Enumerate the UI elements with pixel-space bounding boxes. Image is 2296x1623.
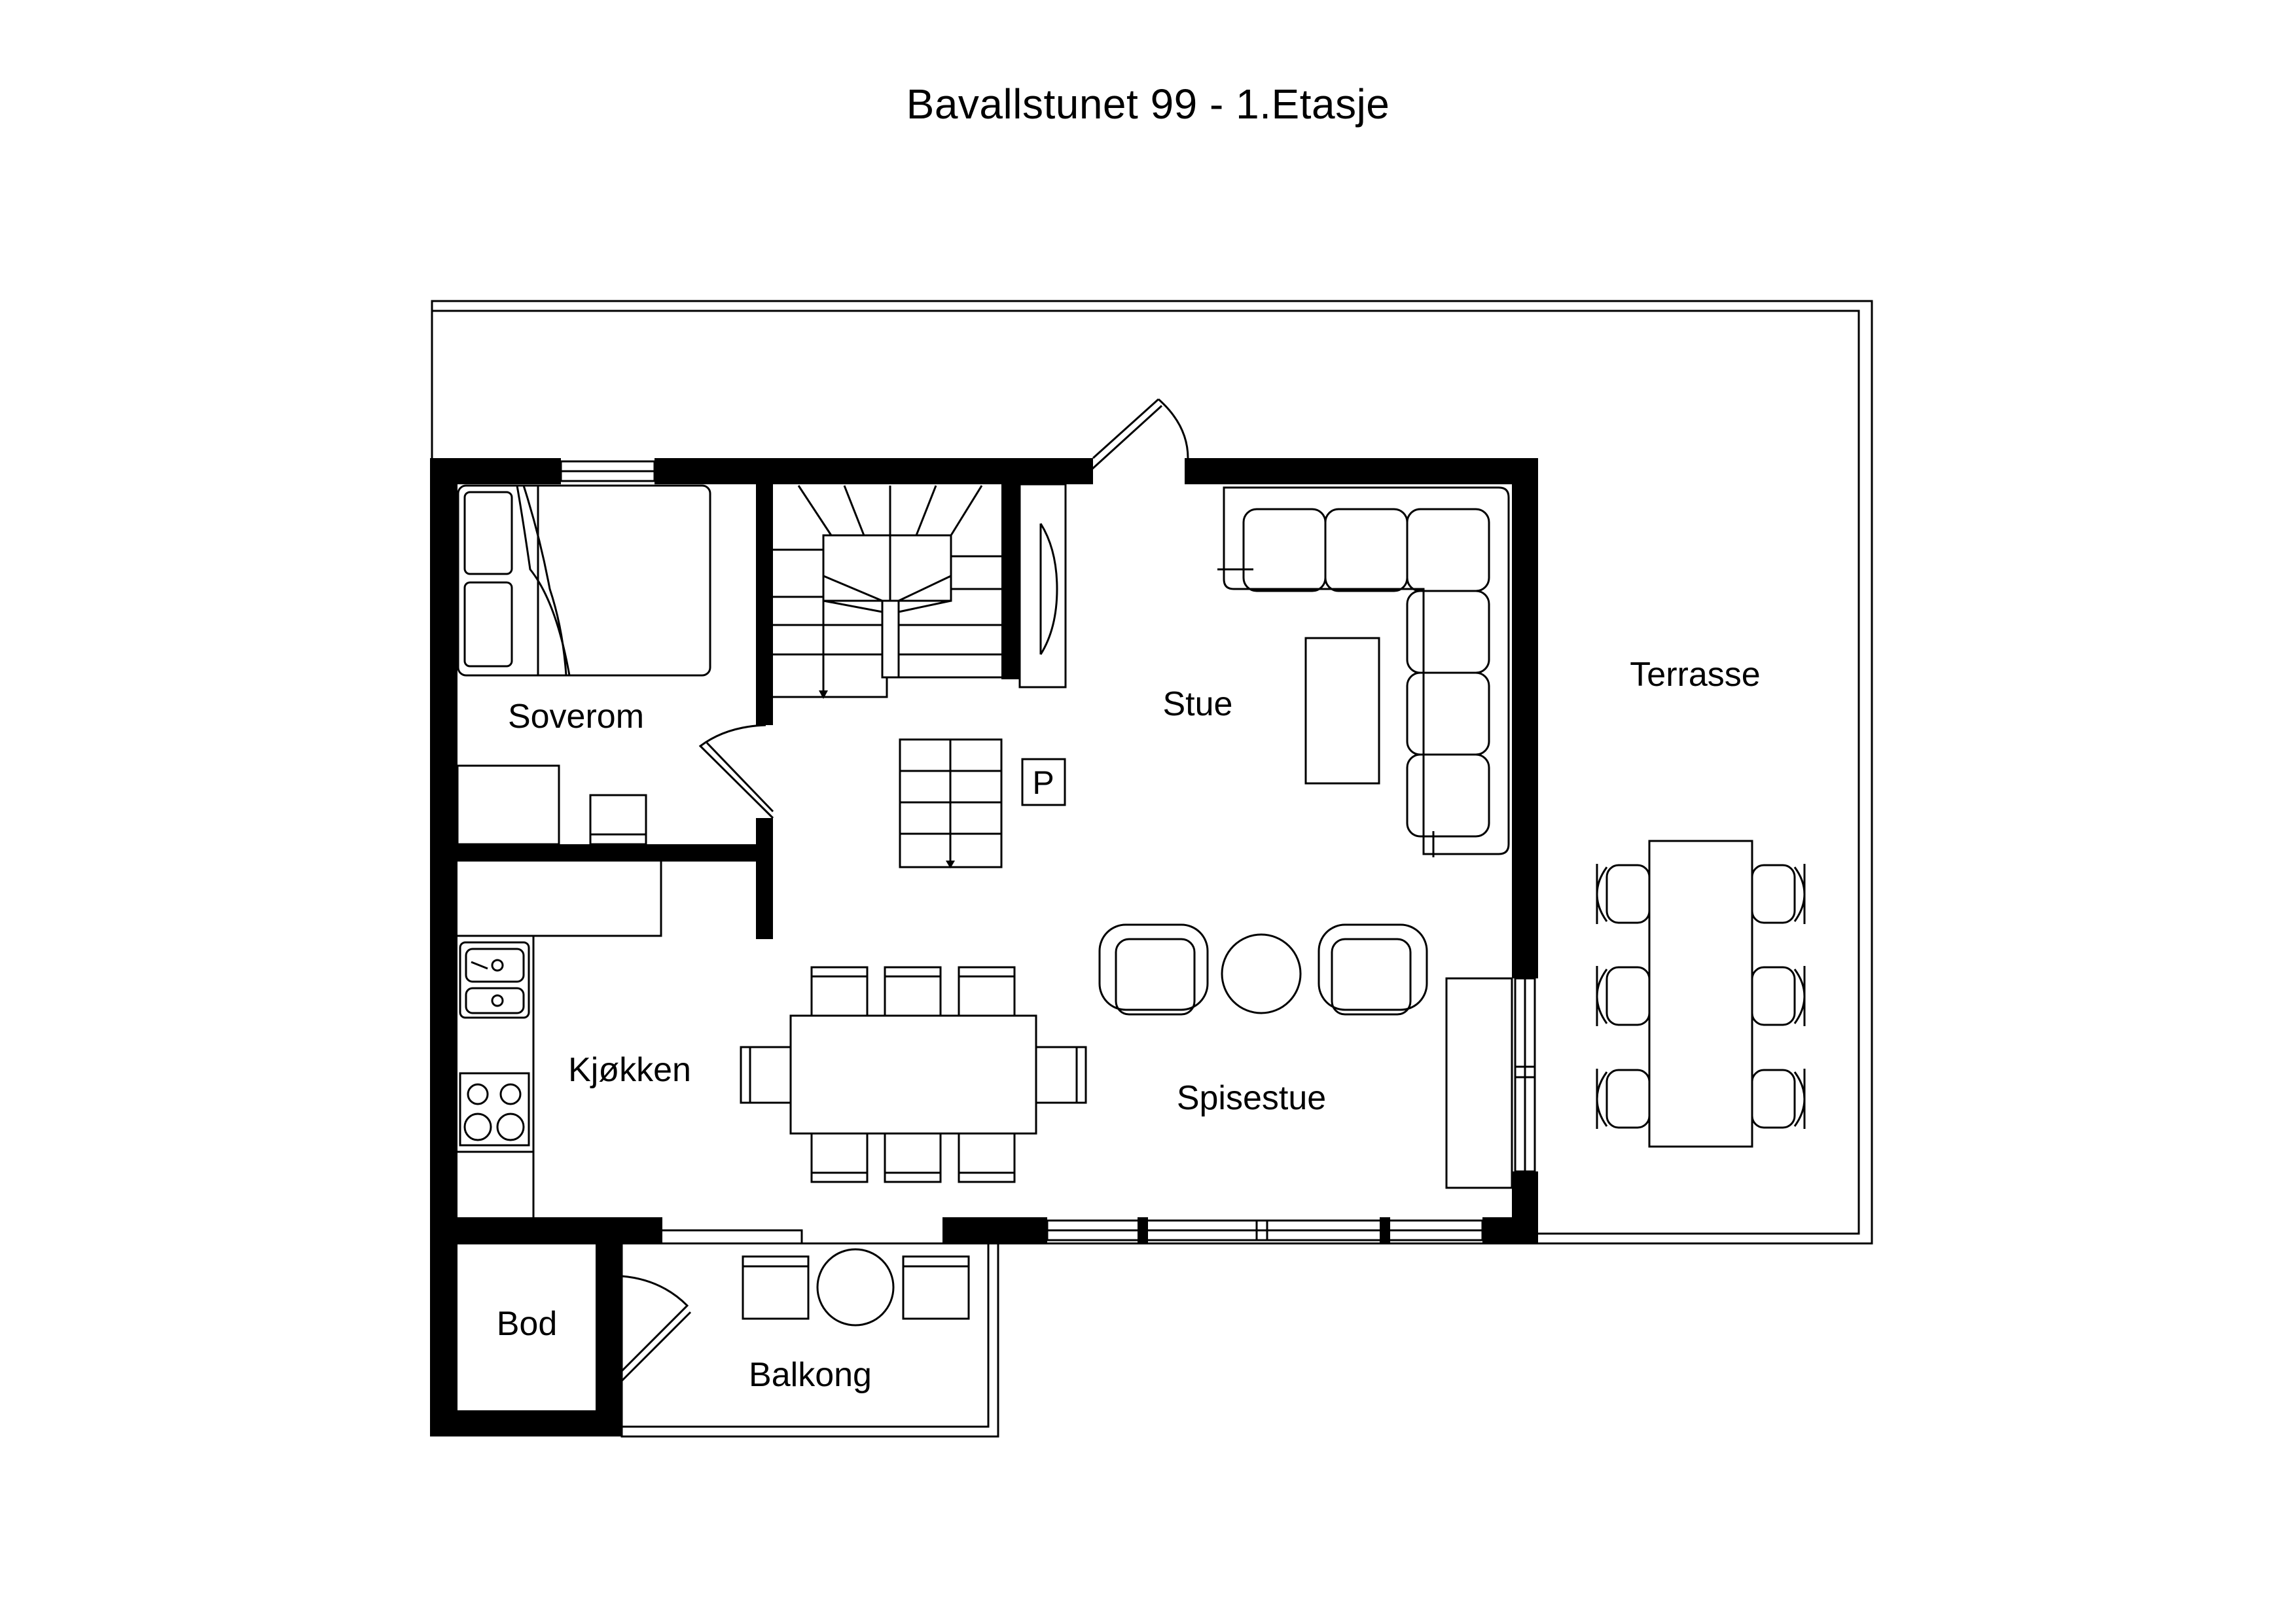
balcony-outline xyxy=(620,1243,999,1438)
balcony-furniture xyxy=(742,1248,970,1327)
doors xyxy=(596,398,1191,1414)
kitchen-counter xyxy=(457,859,756,1217)
page-title: Bavallstunet 99 - 1.Etasje xyxy=(906,80,1390,128)
room-label-kjokken: Kjøkken xyxy=(568,1051,691,1089)
room-label-balkong: Balkong xyxy=(749,1356,872,1394)
terrace-chair-right-1 xyxy=(1751,864,1806,924)
desk xyxy=(456,764,647,846)
terrace-chair-right-3 xyxy=(1751,1069,1806,1129)
windows xyxy=(560,460,1536,1245)
fireplace: P xyxy=(1018,483,1067,806)
room-label-spisestue: Spisestue xyxy=(1177,1079,1326,1117)
sideboard xyxy=(1445,977,1513,1189)
lounge-group xyxy=(1098,923,1428,1016)
sink xyxy=(459,941,530,1019)
room-label-terrasse: Terrasse xyxy=(1630,656,1760,694)
room-label-soverom: Soverom xyxy=(508,698,644,736)
terrace-chair-right-2 xyxy=(1751,966,1806,1026)
bed xyxy=(457,484,711,677)
terrace-chair-left-3 xyxy=(1596,1069,1651,1129)
fireplace-label: P xyxy=(1032,764,1054,801)
stair-down xyxy=(899,738,1003,868)
exterior-walls xyxy=(430,458,1538,1436)
coffee-table xyxy=(1304,637,1380,785)
room-label-bod: Bod xyxy=(497,1305,558,1343)
interior-walls xyxy=(430,483,1020,939)
sofa xyxy=(1217,486,1510,857)
terrace-chair-left-2 xyxy=(1596,966,1651,1026)
stove xyxy=(459,1072,530,1147)
staircase xyxy=(773,485,1001,699)
terrace-outline xyxy=(431,300,1873,1245)
room-label-stue: Stue xyxy=(1163,685,1233,723)
terrace-chair-left-1 xyxy=(1596,864,1651,924)
terrace-dining xyxy=(1596,840,1806,1148)
dining-table xyxy=(740,966,1087,1183)
